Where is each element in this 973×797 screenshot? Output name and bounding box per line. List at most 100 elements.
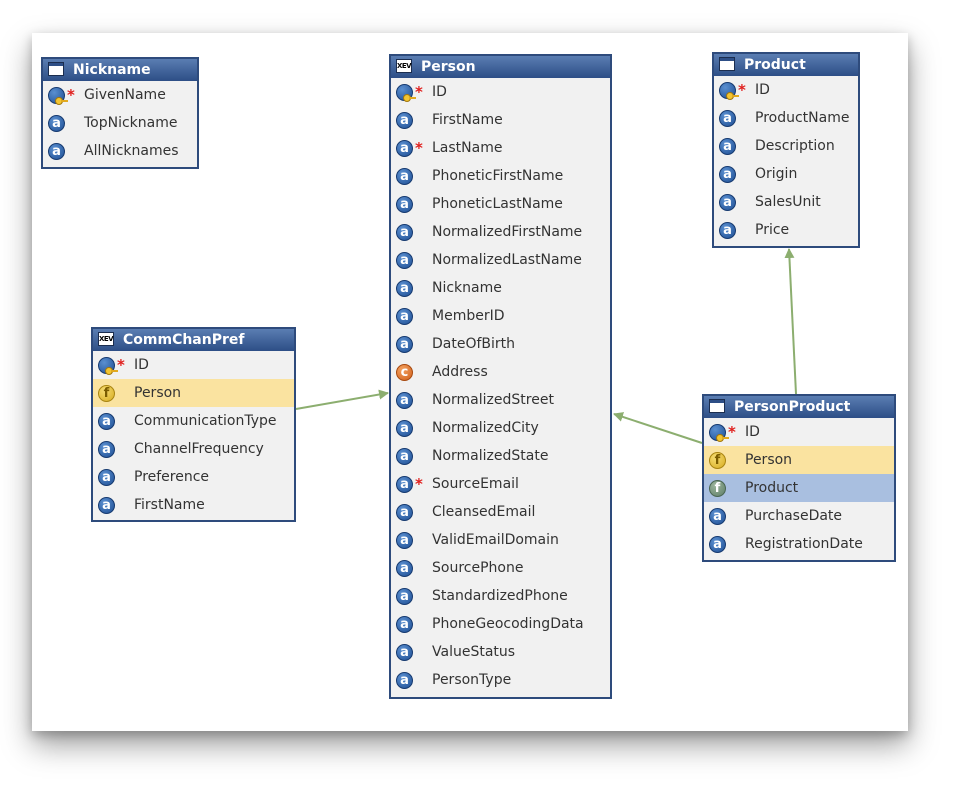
foreign-key-icon: f [98, 385, 115, 402]
attribute-label: Person [134, 385, 182, 401]
attribute-row[interactable]: a PhoneticLastName [391, 190, 610, 218]
entity-header[interactable]: PersonProduct [704, 396, 894, 418]
attribute-label: SalesUnit [755, 194, 821, 210]
attribute-row[interactable]: a FirstName [93, 491, 294, 519]
attribute-row[interactable]: a * SourceEmail [391, 470, 610, 498]
attribute-icon: a [98, 413, 115, 430]
attribute-row[interactable]: a FirstName [391, 106, 610, 134]
xev-entity-icon: XEV [98, 332, 114, 346]
attribute-label: PurchaseDate [745, 508, 843, 524]
attribute-label: ProductName [755, 110, 850, 126]
attribute-row[interactable]: a DateOfBirth [391, 330, 610, 358]
attribute-icon: a [396, 196, 413, 213]
attribute-label: Product [745, 480, 799, 496]
attribute-row-highlighted[interactable]: f Person [93, 379, 294, 407]
attribute-row[interactable]: a SourcePhone [391, 554, 610, 582]
attribute-icon: a [396, 168, 413, 185]
attribute-row[interactable]: a PhoneGeocodingData [391, 610, 610, 638]
attribute-row[interactable]: a RegistrationDate [704, 530, 894, 558]
attribute-row[interactable]: * GivenName [43, 81, 197, 109]
attribute-icon: a [396, 112, 413, 129]
attribute-row-highlighted[interactable]: f Person [704, 446, 894, 474]
attribute-label: ValueStatus [432, 644, 516, 660]
attribute-row[interactable]: a Origin [714, 160, 858, 188]
entity-product[interactable]: Product * ID a ProductName a Description… [712, 52, 860, 248]
attribute-row[interactable]: a TopNickname [43, 109, 197, 137]
attribute-label: FirstName [432, 112, 503, 128]
attribute-row[interactable]: * ID [93, 351, 294, 379]
attribute-label: ValidEmailDomain [432, 532, 559, 548]
link-personproduct-product[interactable] [784, 248, 797, 395]
entity-personproduct[interactable]: PersonProduct * ID f Person f Product a … [702, 394, 896, 562]
attribute-label: CommunicationType [134, 413, 277, 429]
attribute-row[interactable]: a PersonType [391, 666, 610, 694]
attribute-row[interactable]: a PurchaseDate [704, 502, 894, 530]
table-window-icon [48, 62, 64, 76]
attribute-row[interactable]: a CleansedEmail [391, 498, 610, 526]
attribute-icon: a [719, 138, 736, 155]
attribute-row[interactable]: a Description [714, 132, 858, 160]
attribute-row[interactable]: a NormalizedStreet [391, 386, 610, 414]
attribute-row[interactable]: a MemberID [391, 302, 610, 330]
attribute-icon: a [396, 280, 413, 297]
link-personproduct-person[interactable] [613, 412, 703, 444]
attribute-row[interactable]: a NormalizedFirstName [391, 218, 610, 246]
attribute-row[interactable]: a AllNicknames [43, 137, 197, 165]
entity-title: Person [421, 59, 476, 75]
attribute-row[interactable]: a PhoneticFirstName [391, 162, 610, 190]
attribute-row[interactable]: a Preference [93, 463, 294, 491]
required-marker: * [738, 81, 746, 99]
attribute-row[interactable]: a ChannelFrequency [93, 435, 294, 463]
attribute-row[interactable]: c Address [391, 358, 610, 386]
entity-header[interactable]: Nickname [43, 59, 197, 81]
attribute-label: AllNicknames [84, 143, 179, 159]
attribute-label: ID [745, 424, 760, 440]
attribute-row[interactable]: a CommunicationType [93, 407, 294, 435]
attribute-row[interactable]: * ID [704, 418, 894, 446]
entity-nickname[interactable]: Nickname * GivenName a TopNickname a All… [41, 57, 199, 169]
attribute-label: NormalizedCity [432, 420, 539, 436]
entity-header[interactable]: XEV CommChanPref [93, 329, 294, 351]
attribute-row[interactable]: a StandardizedPhone [391, 582, 610, 610]
attribute-row[interactable]: a ProductName [714, 104, 858, 132]
attribute-label: SourcePhone [432, 560, 524, 576]
attribute-label: Nickname [432, 280, 502, 296]
attribute-label: LastName [432, 140, 503, 156]
attribute-row[interactable]: a NormalizedCity [391, 414, 610, 442]
attribute-label: PhoneticFirstName [432, 168, 564, 184]
attribute-row[interactable]: a SalesUnit [714, 188, 858, 216]
attribute-icon: a [396, 616, 413, 633]
entity-header[interactable]: XEV Person [391, 56, 610, 78]
attribute-row[interactable]: * ID [714, 76, 858, 104]
attribute-row[interactable]: a * LastName [391, 134, 610, 162]
required-marker: * [415, 83, 423, 101]
attribute-icon: a [396, 588, 413, 605]
attribute-row[interactable]: a Nickname [391, 274, 610, 302]
attribute-label: Price [755, 222, 790, 238]
attribute-row[interactable]: a ValidEmailDomain [391, 526, 610, 554]
attribute-row[interactable]: a ValueStatus [391, 638, 610, 666]
attribute-row-selected[interactable]: f Product [704, 474, 894, 502]
attribute-label: Address [432, 364, 488, 380]
composite-attribute-icon: c [396, 364, 413, 381]
entity-commchanpref[interactable]: XEV CommChanPref * ID f Person a Communi… [91, 327, 296, 522]
attribute-icon: a [98, 497, 115, 514]
attribute-icon: a [719, 222, 736, 239]
attribute-row[interactable]: a Price [714, 216, 858, 244]
entity-title: PersonProduct [734, 399, 851, 415]
attribute-row[interactable]: a NormalizedLastName [391, 246, 610, 274]
attribute-label: NormalizedFirstName [432, 224, 583, 240]
attribute-label: GivenName [84, 87, 166, 103]
attribute-icon: a [396, 308, 413, 325]
attribute-row[interactable]: a NormalizedState [391, 442, 610, 470]
attribute-label: StandardizedPhone [432, 588, 568, 604]
foreign-key-icon: f [709, 452, 726, 469]
attribute-label: CleansedEmail [432, 504, 536, 520]
attribute-icon: a [709, 536, 726, 553]
attribute-row[interactable]: * ID [391, 78, 610, 106]
attribute-label: ChannelFrequency [134, 441, 264, 457]
attribute-icon: a [396, 644, 413, 661]
link-commchanpref-person[interactable] [295, 389, 389, 410]
entity-header[interactable]: Product [714, 54, 858, 76]
entity-person[interactable]: XEV Person * ID a FirstName a * LastName… [389, 54, 612, 699]
